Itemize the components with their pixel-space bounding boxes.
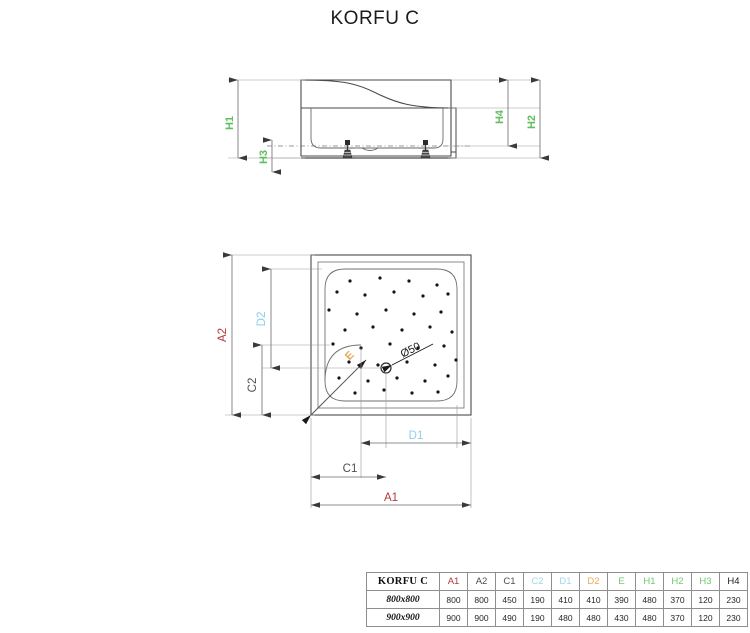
dimension-a1: A1	[311, 492, 471, 508]
cell-c1: 490	[495, 608, 524, 627]
dimension-d1: D1	[361, 430, 471, 446]
dimension-h2: H2	[526, 77, 549, 161]
page-title: KORFU C	[330, 8, 420, 29]
dimension-label-h2: H2	[526, 115, 538, 129]
cell-a2: 800	[467, 590, 496, 609]
column-header-a2: A2	[467, 572, 496, 591]
dimension-label-a1: A1	[384, 492, 398, 504]
row-size-label: 800x800	[366, 590, 440, 609]
column-header-h1: H1	[635, 572, 664, 591]
column-header-c2: C2	[523, 572, 552, 591]
cell-h2: 370	[663, 608, 692, 627]
support-leg	[341, 140, 354, 159]
column-header-h3: H3	[691, 572, 720, 591]
column-header-h4: H4	[719, 572, 748, 591]
dimension-label-h3: H3	[258, 150, 270, 164]
cell-e: 430	[607, 608, 636, 627]
dimension-a2: A2	[217, 252, 241, 418]
cell-c2: 190	[523, 608, 552, 627]
dimension-label-e: E	[343, 349, 357, 363]
cell-d1: 410	[551, 590, 580, 609]
dimension-label-d1: D1	[409, 430, 424, 442]
support-leg	[419, 140, 432, 159]
dimension-c1: C1	[311, 463, 386, 480]
side-view-body	[267, 79, 470, 159]
drain-diameter-label: Ø50	[399, 340, 423, 360]
column-header-h2: H2	[663, 572, 692, 591]
drain-diameter-callout: Ø50	[381, 340, 434, 373]
cell-h2: 370	[663, 590, 692, 609]
cell-h4: 230	[719, 590, 748, 609]
dimension-e: E	[301, 349, 367, 425]
column-header-c1: C1	[495, 572, 524, 591]
side-elevation-view: H1 H3 H4 H2	[224, 77, 549, 175]
dimension-h1: H1	[224, 77, 247, 161]
cell-c1: 450	[495, 590, 524, 609]
dimension-label-h4: H4	[494, 109, 506, 124]
dimension-label-h1: H1	[224, 116, 236, 130]
cell-e: 390	[607, 590, 636, 609]
cell-h1: 480	[635, 590, 664, 609]
dimension-d2: D2	[256, 266, 280, 371]
drain-outlet	[380, 362, 392, 374]
table-row: 800x800 800 800 450 190 410 410 390 480 …	[366, 590, 748, 609]
specification-table: KORFU C A1 A2 C1 C2 D1 D2 E H1 H2 H3 H4 …	[366, 572, 748, 627]
column-header-d2: D2	[579, 572, 608, 591]
cell-h3: 120	[691, 590, 720, 609]
cell-d2: 480	[579, 608, 608, 627]
cell-d1: 480	[551, 608, 580, 627]
dimension-h4: H4	[494, 77, 517, 149]
dimension-label-c1: C1	[343, 463, 358, 475]
dimension-label-a2: A2	[217, 328, 229, 342]
column-header-d1: D1	[551, 572, 580, 591]
cell-h3: 120	[691, 608, 720, 627]
column-header-e: E	[607, 572, 636, 591]
top-plan-view: Ø50 E A2 D2 C2 D1	[217, 252, 472, 508]
cell-c2: 190	[523, 590, 552, 609]
table-header-row: KORFU C A1 A2 C1 C2 D1 D2 E H1 H2 H3 H4	[366, 572, 748, 591]
table-row: 900x900 900 900 490 190 480 480 430 480 …	[366, 608, 748, 627]
plan-view-body: Ø50 E	[301, 254, 472, 425]
cell-h4: 230	[719, 608, 748, 627]
row-size-label: 900x900	[366, 608, 440, 627]
column-header-a1: A1	[439, 572, 468, 591]
dimension-label-d2: D2	[256, 312, 268, 327]
cell-d2: 410	[579, 590, 608, 609]
dimension-h3: H3	[258, 137, 300, 175]
dimension-label-c2: C2	[247, 378, 259, 393]
table-corner-label: KORFU C	[366, 572, 440, 591]
cell-a1: 900	[439, 608, 468, 627]
cell-a2: 900	[467, 608, 496, 627]
cell-a1: 800	[439, 590, 468, 609]
dimension-c2: C2	[247, 342, 271, 418]
anti-slip-dots	[327, 276, 458, 395]
cell-h1: 480	[635, 608, 664, 627]
